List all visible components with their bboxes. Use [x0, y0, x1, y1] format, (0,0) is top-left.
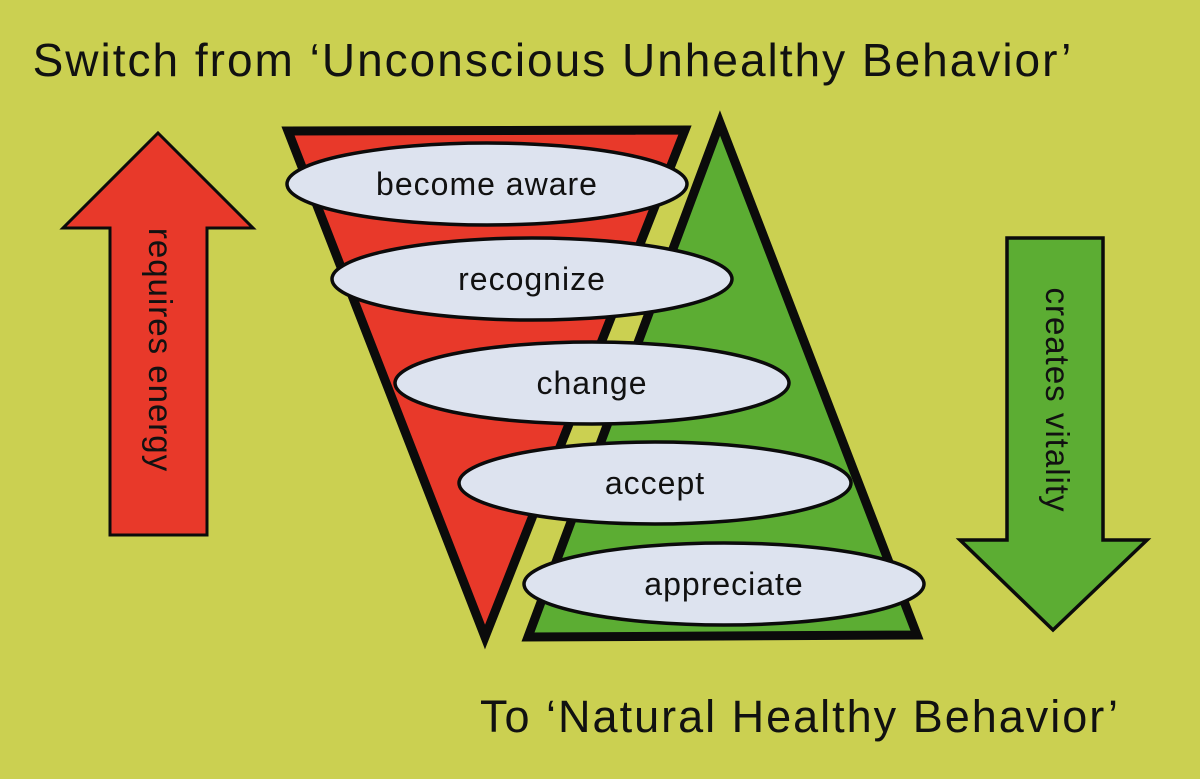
step-list: become aware recognize change accept app… — [285, 141, 926, 627]
bottom-caption: To ‘Natural Healthy Behavior’ — [480, 691, 1120, 742]
step-label-change: change — [537, 365, 648, 401]
step-ellipse-accept — [457, 440, 853, 526]
step-ellipse-recognize — [330, 236, 734, 322]
step-ellipse-change — [393, 340, 791, 426]
requires-energy-up-arrow — [59, 130, 257, 537]
step-label-appreciate: appreciate — [644, 566, 803, 602]
step-label-accept: accept — [605, 465, 705, 501]
creates-vitality-label: creates vitality — [1039, 287, 1076, 512]
step-label-recognize: recognize — [458, 261, 606, 297]
step-ellipse-appreciate — [522, 541, 926, 627]
creates-vitality-down-arrow — [955, 236, 1152, 633]
step-label-become-aware: become aware — [376, 166, 598, 202]
step-ellipse-become-aware — [285, 141, 689, 227]
page-title: Switch from ‘Unconscious Unhealthy Behav… — [33, 34, 1074, 86]
requires-energy-label: requires energy — [142, 228, 179, 472]
